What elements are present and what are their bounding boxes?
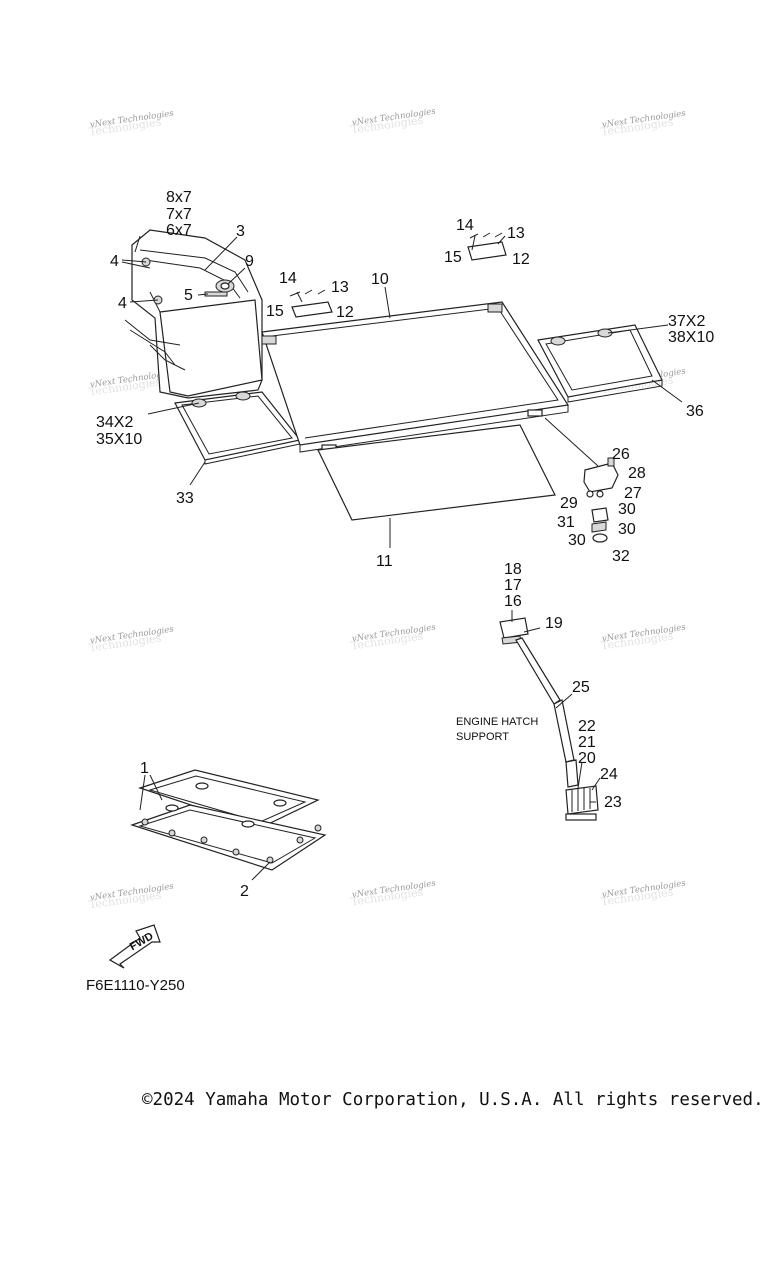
callout-16: 16 xyxy=(504,593,522,610)
callout-11: 11 xyxy=(376,553,393,570)
callout-3: 3 xyxy=(236,223,245,240)
callout-30-a: 30 xyxy=(618,501,636,518)
callout-34x2: 34X2 xyxy=(96,414,133,431)
callout-25: 25 xyxy=(572,679,590,696)
part-33-left-hatch xyxy=(174,391,302,465)
callout-35x10: 35X10 xyxy=(96,431,142,448)
callout-33: 33 xyxy=(176,490,194,507)
part-36-right-hatch xyxy=(537,324,663,403)
hinge-group-left xyxy=(289,289,333,318)
watermark-bottom-center: Technologies vNext Technologies xyxy=(350,879,437,909)
callout-30-c: 30 xyxy=(568,532,586,549)
watermark-top-center: Technologies vNext Technologies xyxy=(350,107,437,137)
callout-31: 31 xyxy=(557,514,575,531)
hinge-group-right xyxy=(467,232,507,261)
callout-20: 20 xyxy=(578,750,596,767)
callout-21: 21 xyxy=(578,734,596,751)
part-10-main-deck xyxy=(261,301,570,453)
callout-30-b: 30 xyxy=(618,521,636,538)
callout-7x7: 7x7 xyxy=(166,206,192,223)
callout-15-left: 15 xyxy=(266,303,284,320)
callout-13-right: 13 xyxy=(507,225,525,242)
diagram-code: F6E1110-Y250 xyxy=(86,977,185,994)
watermark-bottom-left: Technologies vNext Technologies xyxy=(88,882,175,912)
callout-18: 18 xyxy=(504,561,522,578)
callout-9: 9 xyxy=(245,253,254,270)
callout-12-left: 12 xyxy=(336,304,354,321)
leader-lines xyxy=(121,235,683,881)
watermark-lower-left: Technologies vNext Technologies xyxy=(88,625,175,655)
part-3-console-box xyxy=(124,229,263,399)
callout-26: 26 xyxy=(612,446,630,463)
callout-14-right: 14 xyxy=(456,217,474,234)
watermark-top-left: Technologies vNext Technologies xyxy=(88,109,175,139)
watermark-lower-center: Technologies vNext Technologies xyxy=(350,623,437,653)
callout-4-lower: 4 xyxy=(118,295,127,312)
callout-24: 24 xyxy=(600,766,618,783)
callout-29: 29 xyxy=(560,495,578,512)
watermark-bottom-right: Technologies vNext Technologies xyxy=(600,879,687,909)
callout-38x10: 38X10 xyxy=(668,329,714,346)
callout-23: 23 xyxy=(604,794,622,811)
callout-5: 5 xyxy=(184,287,193,304)
engine-hatch-label-line1: ENGINE HATCH xyxy=(456,716,538,728)
callout-8x7: 8x7 xyxy=(166,189,192,206)
callout-17: 17 xyxy=(504,577,522,594)
latch-assembly xyxy=(583,457,619,543)
callout-12-right: 12 xyxy=(512,251,530,268)
callout-4-upper: 4 xyxy=(110,253,119,270)
callout-22: 22 xyxy=(578,718,596,735)
part-11-mat xyxy=(317,424,556,521)
callout-27: 27 xyxy=(624,485,642,502)
callout-14-left: 14 xyxy=(279,270,297,287)
callout-36: 36 xyxy=(686,403,704,420)
watermark-lower-right: Technologies vNext Technologies xyxy=(600,623,687,653)
callout-6x7: 6x7 xyxy=(166,222,192,239)
callout-32: 32 xyxy=(612,548,630,565)
callout-10: 10 xyxy=(371,271,389,288)
callout-37x2: 37X2 xyxy=(668,313,705,330)
watermark-top-right: Technologies vNext Technologies xyxy=(600,109,687,139)
engine-hatch-label-line2: SUPPORT xyxy=(456,731,509,743)
callout-19: 19 xyxy=(545,615,563,632)
copyright-notice: ©2024 Yamaha Motor Corporation, U.S.A. A… xyxy=(142,1090,764,1110)
callout-15-right: 15 xyxy=(444,249,462,266)
callout-13-left: 13 xyxy=(331,279,349,296)
fwd-arrow-icon: FWD xyxy=(108,924,161,969)
callout-1: 1 xyxy=(140,760,149,777)
callout-28: 28 xyxy=(628,465,646,482)
callout-2: 2 xyxy=(240,883,249,900)
part-1-hatch-frame xyxy=(130,769,327,871)
